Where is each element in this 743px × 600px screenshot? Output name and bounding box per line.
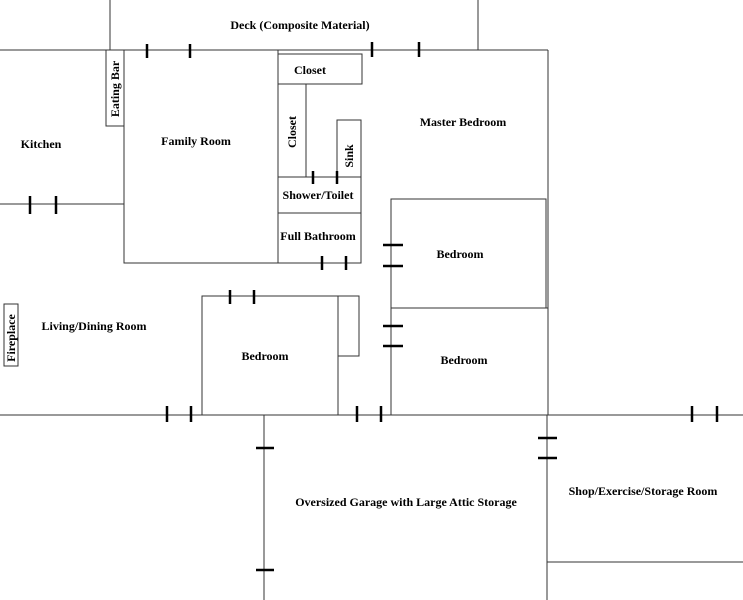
eating-bar-label: Eating Bar [108, 60, 122, 117]
family-room-label: Family Room [161, 134, 231, 148]
bedroom-right-upper-label: Bedroom [436, 247, 483, 261]
bedroom-center-label: Bedroom [241, 349, 288, 363]
garage-label: Oversized Garage with Large Attic Storag… [295, 495, 517, 509]
master-bedroom-label: Master Bedroom [420, 115, 507, 129]
closet-top-label: Closet [294, 63, 326, 77]
shower-toilet-label: Shower/Toilet [283, 188, 354, 202]
doors [28, 42, 719, 572]
room-labels: Deck (Composite Material) Closet Eating … [4, 18, 717, 509]
deck-label: Deck (Composite Material) [230, 18, 369, 32]
closet-side-label: Closet [285, 116, 299, 148]
living-dining-label: Living/Dining Room [41, 319, 146, 333]
sink-label: Sink [342, 144, 356, 168]
bedroom-right-lower-label: Bedroom [440, 353, 487, 367]
kitchen-label: Kitchen [21, 137, 62, 151]
shop-label: Shop/Exercise/Storage Room [569, 484, 718, 498]
full-bathroom-label: Full Bathroom [280, 229, 355, 243]
fireplace-label: Fireplace [4, 313, 18, 361]
